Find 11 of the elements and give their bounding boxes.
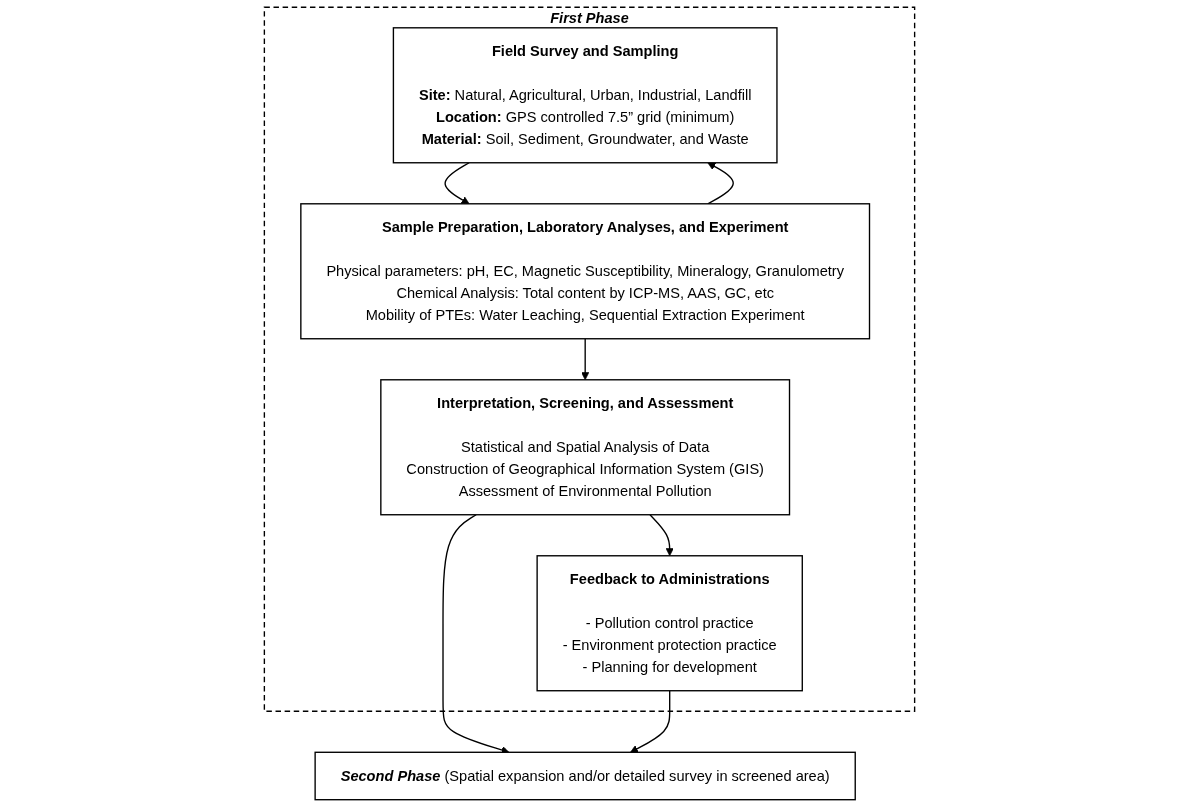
arrow	[581, 338, 590, 381]
arrow	[649, 514, 674, 557]
node-box: Second Phase (Spatial expansion and/or detailed survey in screened area)	[314, 751, 856, 801]
arrow	[707, 162, 734, 205]
node-box: Feedback to Administrations - Pollution control practice - Environment protection practice - Planning for development	[536, 555, 803, 692]
arrow	[442, 514, 510, 754]
arrow	[444, 162, 470, 205]
arrow	[630, 690, 671, 753]
node-box: Field Survey and Sampling Site: Natural, Agricultural, Urban, Industrial, Landfill Location: GPS controlled 7.5” grid (minimum) Material: Soil, Sediment, Groundwater, and Waste	[392, 27, 778, 164]
node-box: Sample Preparation, Laboratory Analyses, and Experiment Physical parameters: pH, EC, Magnetic Susceptibility, Mineralogy, Granulometry Chemical Analysis: Total content by ICP-MS, AAS, GC, etc Mobility of PTEs: Water Leaching, Sequential Extraction Experiment	[300, 203, 871, 340]
node-box: Interpretation, Screening, and Assessment Statistical and Spatial Analysis of Data Construction of Geographical Information System (GIS) Assessment of Environmental Pollution	[380, 379, 791, 516]
